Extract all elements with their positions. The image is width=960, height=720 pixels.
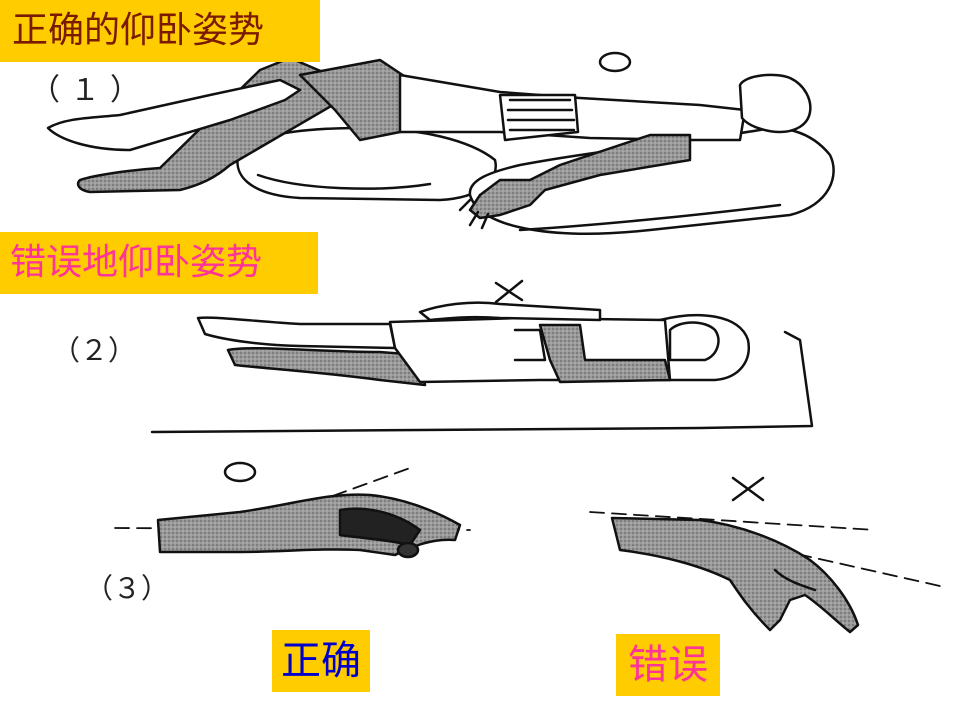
right-leg bbox=[46, 78, 302, 152]
correct-posture-title: 正确的仰卧姿势 bbox=[0, 0, 320, 62]
wrong-mark-x-2 bbox=[731, 476, 765, 502]
shaded-arm bbox=[538, 323, 672, 384]
figure-number-3: （３） bbox=[85, 572, 169, 605]
wrong-mark-x-1 bbox=[494, 279, 524, 304]
bed bbox=[150, 330, 814, 434]
figure-number-1: （１） bbox=[30, 73, 150, 108]
wrong-posture-title: 错误地仰卧姿势 bbox=[0, 232, 318, 294]
raised-arm bbox=[418, 301, 602, 322]
back-pillow bbox=[468, 127, 835, 235]
upper-leg bbox=[196, 316, 397, 350]
head-2 bbox=[668, 321, 720, 362]
head bbox=[738, 73, 812, 134]
correct-mark-circle-2 bbox=[223, 461, 257, 483]
knee-pillow bbox=[236, 126, 497, 202]
dark-fingers bbox=[338, 507, 422, 547]
reference-line-right bbox=[589, 511, 876, 531]
figure-1-correct-supine bbox=[46, 51, 835, 235]
wrong-hand bbox=[610, 516, 860, 634]
figure-3-hand-positions bbox=[114, 461, 941, 634]
belt bbox=[498, 93, 580, 142]
lower-leg bbox=[226, 346, 427, 387]
figure-number-2: （２） bbox=[52, 334, 136, 367]
caption-correct: 正确 bbox=[272, 630, 370, 692]
correct-mark-circle-1 bbox=[598, 51, 632, 73]
arm bbox=[468, 133, 692, 220]
figure-2-wrong-supine bbox=[150, 279, 814, 434]
caption-wrong: 错误 bbox=[616, 634, 720, 696]
